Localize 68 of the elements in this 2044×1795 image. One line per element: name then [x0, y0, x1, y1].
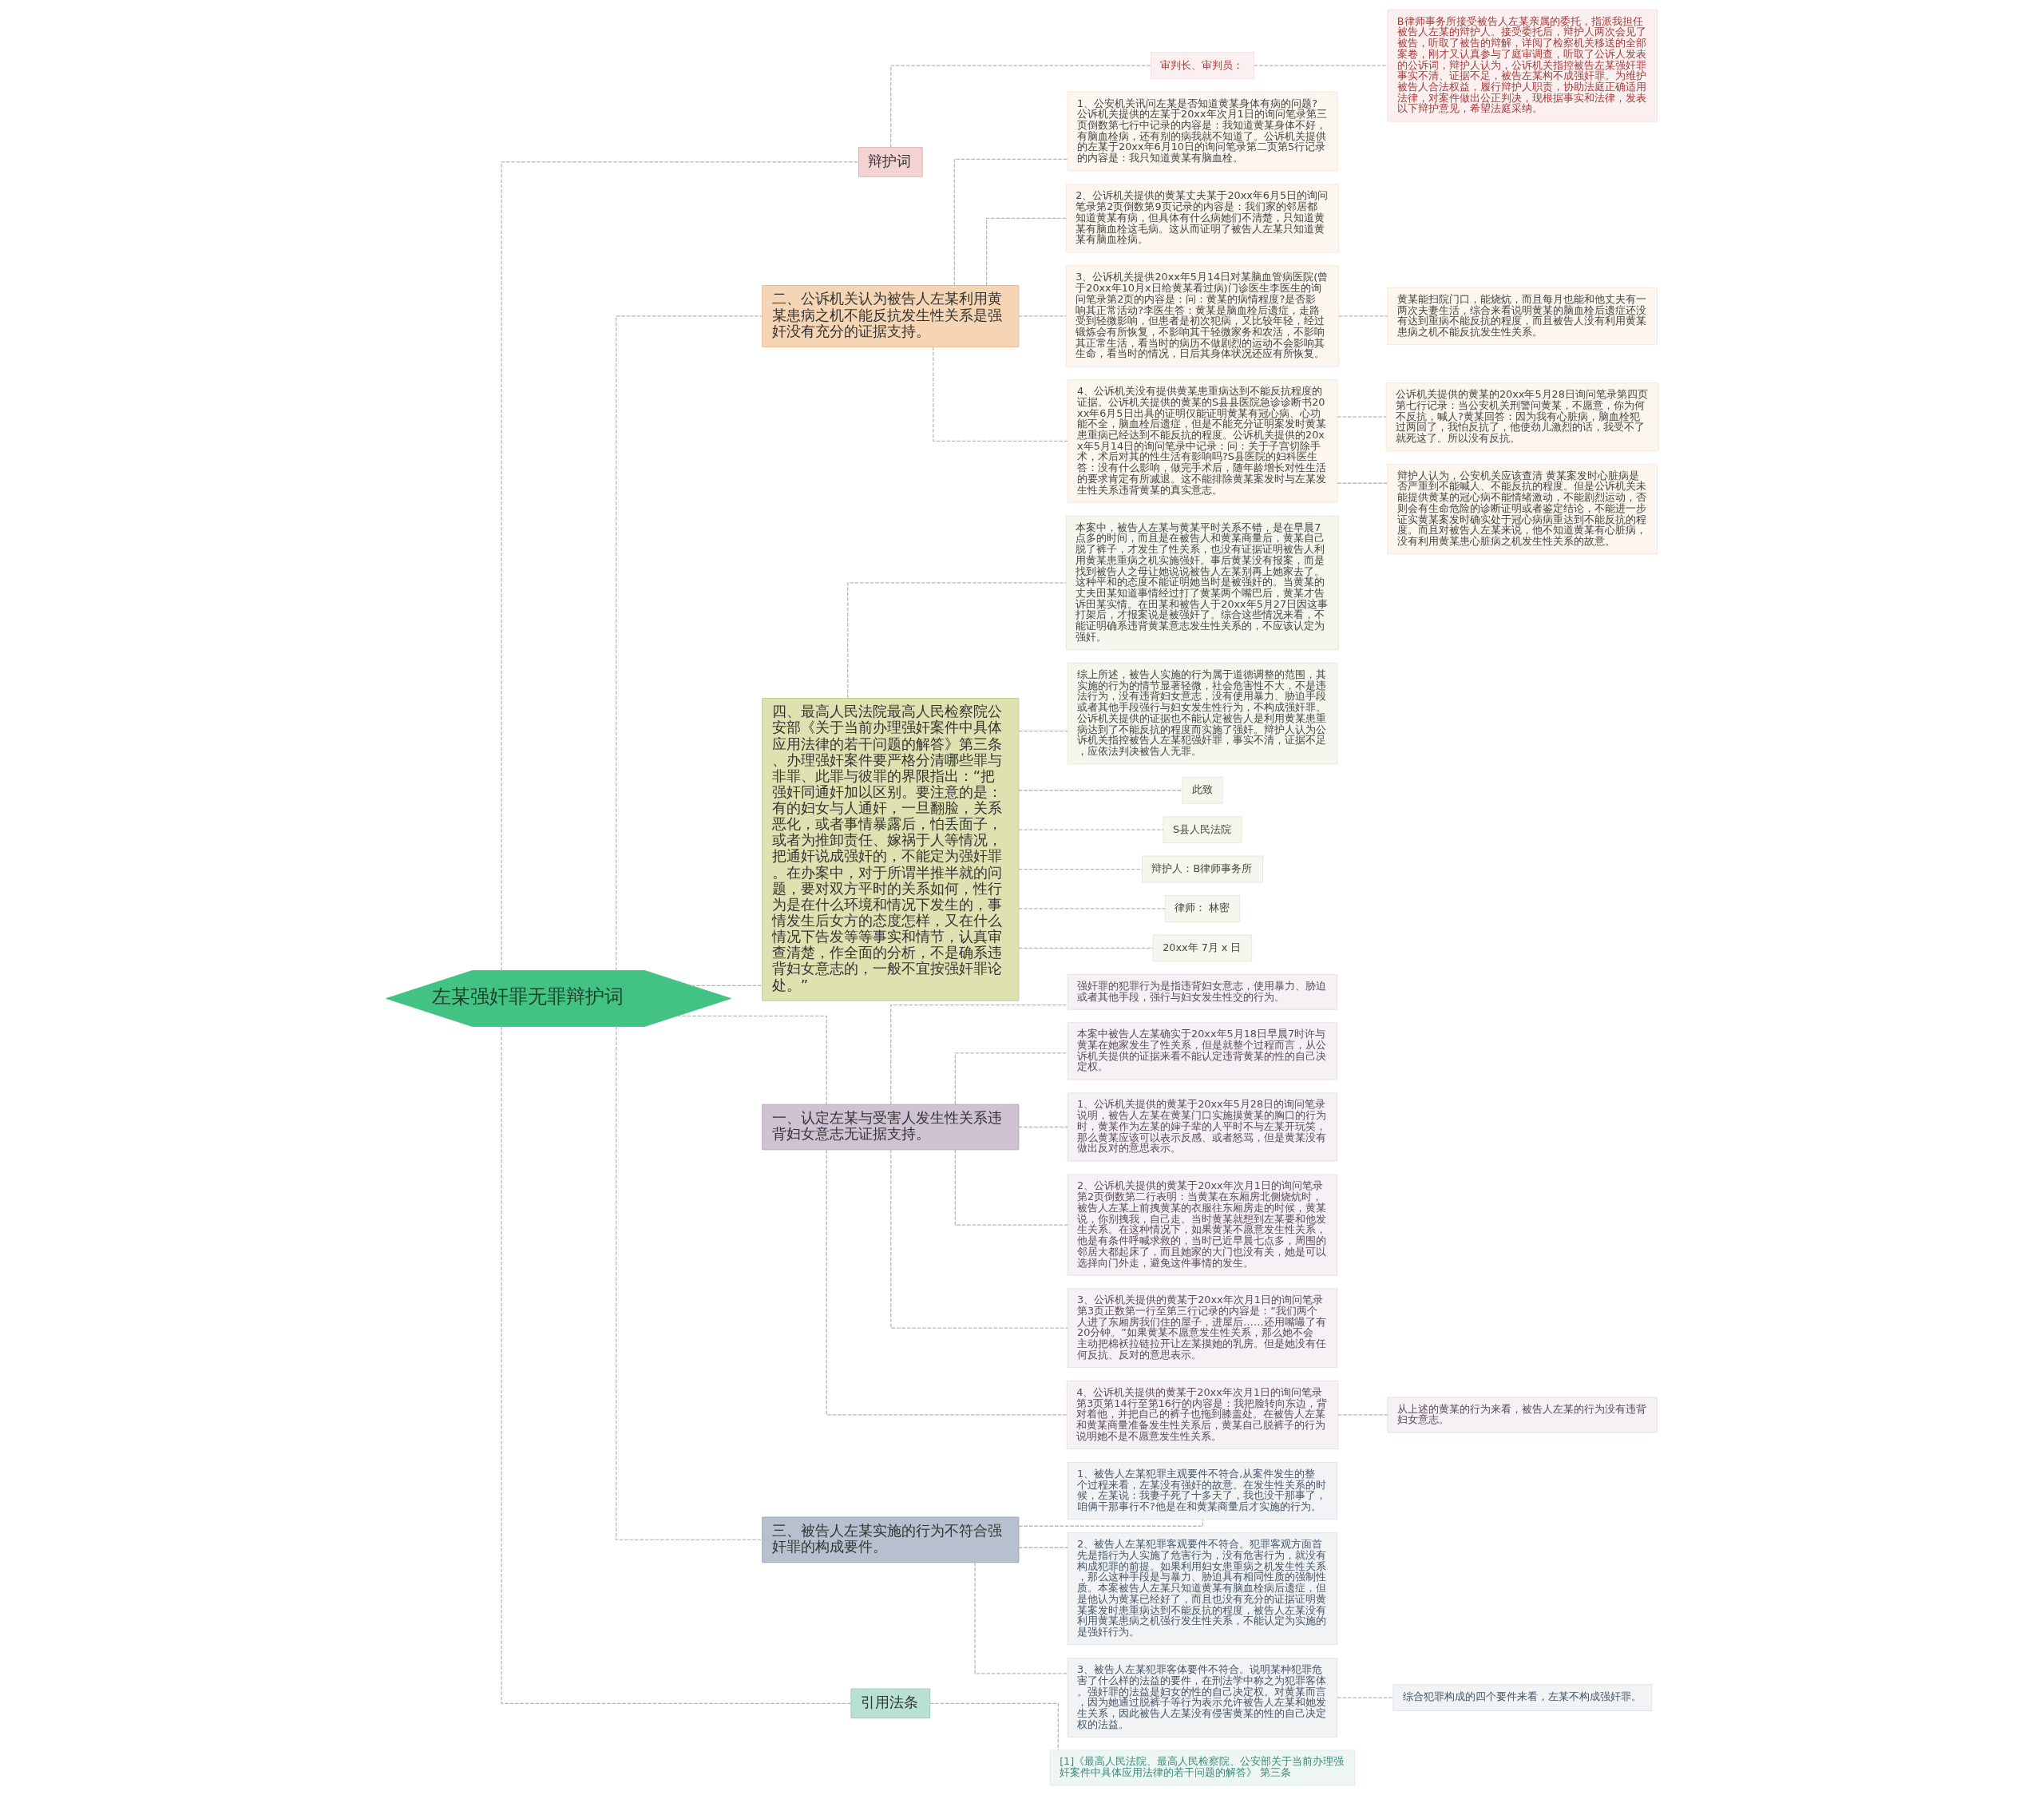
node-box: 4、公诉机关没有提供黄某患重病达到不能反抗程度的证据。公诉机关提供的黄某的S县县医院急诊诊断书20xx年6月5日出具的证明仅能证明黄某有冠心病、心功能不全，脑血栓后遗症，但是不能充分证明案发时黄某患重病已经达到不能反抗的程度。公诉机关提供的20xx年5月14日的询问笔录中记录：问：关于子宫切除手术，术后对其的性生活有影响吗?S县医院的妇科医生答：没有什么影响，做完手术后，随年龄增长对性生活的要求肯定有所减退。这不能排除黄某案发时与左某发生性关系违背黄某的真实意志。: [1067, 379, 1337, 503]
node-box: 3、公诉机关提供20xx年5月14日对某脑血管病医院(曾于20xx年10月x日给黄某看过病)门诊医生李医生的询问笔录第2页的内容是：问：黄某的病情程度?是否影响其正常活动?李医生答：黄某是脑血栓后遗症，走路受到轻微影响，但患者是初次犯病，又比较年轻，经过锻炼会有所恢复，不影响其干轻微家务和农活，不影响其正常生活，看当时的病历不做剧烈的运动不会影响其生命，看当时的情况，日后其身体状况还应有所恢复。: [1065, 265, 1339, 367]
node-box: 2、公诉机关提供的黄某丈夫某于20xx年6月5日的询问笔录第2页倒数第9页记录的内容是：我们家的邻居都知道黄某有病，但具体有什么病她们不清楚，只知道黄某有脑血栓这毛病。这从而证明了被告人左某只知道黄某有脑血栓病。: [1065, 184, 1339, 253]
connector: [675, 1015, 827, 1105]
connector: [1017, 947, 1154, 949]
connector: [1336, 416, 1386, 418]
node-box: 四、最高人民法院最高人民检察院公安部《关于当前办理强奸案件中具体应用法律的若干问题的解答》第三条、办理强奸案件要严格分清哪些罪与非罪、此罪与彼罪的界限指出：“把强奸同通奸加以区别。要注意的是：有的妇女与人通奸，一旦翻脸，关系恶化，或者事情暴露后，怕丢面子，或者为推卸责任、嫁祸于人等情况，把通奸说成强奸的，不能定为强奸罪。在办案中，对于所谓半推半就的问题，要对双方平时的关系如何，性行为是在什么环境和情况下发生的，事情发生后女方的态度怎样，又在什么情况下告发等等事实和情节，认真审查清楚，作全面的分析，不是确系违背妇女意志的，一般不宜按强奸罪论处。”: [761, 698, 1019, 1001]
connector: [1337, 1414, 1388, 1416]
connector: [1017, 1519, 1203, 1527]
node-box: B律师事务所接受被告人左某亲属的委托，指派我担任被告人左某的辩护人。接受委托后，辩护人两次会见了被告，听取了被告的辩解，详阅了检察机关移送的全部案卷，刚才又认真参与了庭审调查，听取了公诉人发表的公诉词，辩护人认为，公诉机关指控被告左某强奸罪事实不清、证据不足，被告左某构不成强奸罪。为维护被告人合法权益，履行辩护人职责，协助法庭正确适用法律，对案件做出公正判决，现根据事实和法律，发表以下辩护意见，希望法庭采纳。: [1386, 9, 1658, 122]
node-box: 3、公诉机关提供的黄某于20xx年次月1日的询问笔录第3页正数第一行至第三行记录的内容是：“我们两个人进了东厢房我们住的屋子，进屋后……还用嘴嘬了有20分钟。”如果黄某不愿意发生性关系，那么她不会主动把棉袄拉链拉开让左某摸她的乳房。但是她没有任何反抗、反对的意思表示。: [1067, 1288, 1337, 1368]
connector: [615, 1025, 763, 1541]
node-box: 综合犯罪构成的四个要件来看，左某不构成强奸罪。: [1392, 1684, 1652, 1711]
node-box: 二、公诉机关认为被告人左某利用黄某患病之机不能反抗发生性关系是强奸没有充分的证据支持。: [761, 285, 1019, 347]
node-box: 1、公诉机关提供的黄某于20xx年5月28日的询问笔录说明，被告人左某在黄某门口实施摸黄某的胸口的行为时，黄某作为左某的婶子辈的人平时不与左某开玩笑，那么黄某应该可以表示反感、或者怒骂，但是黄某没有做出反对的意思表示。: [1067, 1092, 1337, 1162]
connector: [1017, 731, 1068, 732]
node-box: 强奸罪的犯罪行为是指违背妇女意志，使用暴力、胁迫或者其他手段，强行与妇女发生性交的行为。: [1067, 973, 1337, 1010]
node-box: 一、认定左某与受害人发生性关系违背妇女意志无证据支持。: [761, 1104, 1019, 1151]
node-box: 辩护人认为，公安机关应该查清 黄某案发时心脏病是否严重到不能喊人、不能反抗的程度。但是公诉机关未能提供黄某的冠心病不能情绪激动，不能剧烈运动，否则会有生命危险的诊断证明或者鉴定结论，不能进一步证实黄某案发时确实处于冠心病病重达到不能反抗的程度。而且对被告人左某来说，他不知道黄某有心脏病，没有利用黄某患心脏病之机发生性关系的故意。: [1386, 463, 1658, 555]
connector: [1253, 65, 1388, 66]
connector: [932, 347, 1068, 442]
connector: [826, 1149, 1068, 1416]
connector: [1017, 1126, 1068, 1128]
connector: [1017, 790, 1182, 791]
connector: [1017, 1547, 1068, 1548]
connector: [954, 1149, 1068, 1226]
connector: [615, 315, 763, 972]
node-box: 1、被告人左某犯罪主观要件不符合,从案件发生的整个过程来看，左某没有强奸的故意。在发生性关系的时候，左某说：我妻子死了十多天了，我也没干那事了，咱俩干那事行不?他是在和黄某商量后才实施的行为。: [1067, 1462, 1337, 1520]
node-box: 引用法条: [850, 1688, 930, 1719]
node-box: 辩护人：B律师事务所: [1141, 855, 1263, 883]
connector: [1017, 829, 1163, 830]
node-box: 黄某能扫院门口，能烧炕，而且每月也能和他丈夫有一两次夫妻生活，综合来看说明黄某的脑血栓后遗症还没有达到重病不能反抗的程度，而且被告人没有利用黄某患病之机不能反抗发生性关系。: [1386, 287, 1658, 346]
connector: [889, 1004, 1068, 1105]
connector: [953, 158, 1068, 286]
node-box: 从上述的黄某的行为来看，被告人左某的行为没有违背妇女意志。: [1386, 1397, 1658, 1433]
node-box: 1、公安机关讯问左某是否知道黄某身体有病的问题?公诉机关提供的左某于20xx年次月1日的询问笔录第三页倒数第七行中记录的内容是：我知道黄某身体不好，有脑血栓病，还有别的病我就不知道了。公诉机关提供的左某于20xx年6月10日的询问笔录第二页第5行记录的内容是：我只知道黄某有脑血栓。: [1067, 91, 1337, 172]
connector: [1336, 1697, 1393, 1698]
node-box: 审判长、审判员：: [1150, 52, 1254, 80]
connector: [954, 1052, 1068, 1105]
connector: [889, 65, 1151, 149]
connector: [1017, 868, 1143, 870]
node-box: [1]《最高人民法院、最高人民检察院、公安部关于当前办理强奸案件中具体应用法律的若干问题的解答》 第三条: [1049, 1749, 1355, 1786]
node-box: 本案中被告人左某确实于20xx年5月18日早晨7时许与黄某在她家发生了性关系，但是就整个过程而言，从公诉机关提供的证据来看不能认定违背黄某的性的自己决定权。: [1067, 1022, 1337, 1080]
connector: [929, 1702, 1059, 1751]
node-box: 辩护词: [858, 147, 923, 177]
connector: [501, 161, 859, 971]
node-box: 2、被告人左某犯罪客观要件不符合。犯罪客观方面首先是指行为人实施了危害行为，没有危害行为，就没有构成犯罪的前提。如果利用妇女患重病之机发生性关系，那么这种手段是与暴力、胁迫具有相同性质的强制性质。本案被告人左某只知道黄某有脑血栓病后遗症，但是他认为黄某已经好了，而且也没有充分的证据证明黄某案发时患重病达到不能反抗的程度，被告人左某没有利用黄某患病之机强行发生性关系，不能认定为实施的是强奸行为。: [1067, 1532, 1337, 1646]
node-box: S县人民法院: [1163, 816, 1242, 844]
node-box: 4、公诉机关提供的黄某于20xx年次月1日的询问笔录第3页第14行至第16行的内容是：我把脸转向东边，背对着他，并把自己的裤子也拖到膝盖处。在被告人左某和黄某商量准备发生性关系后，黄某自己脱裤子的行为说明她不是不愿意发生性关系。: [1066, 1380, 1338, 1449]
node-box: 三、被告人左某实施的行为不符合强奸罪的构成要件。: [761, 1516, 1019, 1563]
connector: [1336, 482, 1388, 484]
connector: [1337, 315, 1388, 317]
node-box: 20xx年 7月 x 日: [1152, 934, 1252, 962]
node-box: 2、公诉机关提供的黄某于20xx年次月1日的询问笔录第2页倒数第二行表明：当黄某在东厢房北侧烧炕时，被告人左某上前拽黄某的衣服往东厢房走的时候，黄某说，你别拽我，自己走。当时黄某就想到左某要和他发生关系。在这种情况下，如果黄某不愿意发生性关系，他是有条件呼喊求救的，当时已近早晨七点多，周围的邻居大都起床了，而且她家的大门也没有关，她是可以选择向门外走，避免这件事情的发生。: [1067, 1174, 1337, 1276]
connector: [973, 1562, 1068, 1674]
node-box: 此致: [1181, 776, 1223, 804]
connector: [690, 985, 763, 986]
connector: [985, 217, 1067, 287]
connector: [1017, 315, 1067, 317]
connector: [889, 1149, 1068, 1329]
node-box: 3、被告人左某犯罪客体要件不符合。说明某种犯罪危害了什么样的法益的要件，在刑法学中称之为犯罪客体。强奸罪的法益是妇女的性的自己决定权。对黄某而言，因为她通过脱裤子等行为表示允许被告人左某和她发生关系，因此被告人左某没有侵害黄某的性的自己决定权的法益。: [1067, 1658, 1337, 1738]
node-box: 综上所述，被告人实施的行为属于道德调整的范围，其实施的行为的情节显著轻微，社会危害性不大，不是违法行为，没有违背妇女意志，没有使用暴力、胁迫手段或者其他手段强行与妇女发生性行为，不构成强奸罪。公诉机关提供的证据也不能认定被告人是利用黄某患重病达到了不能反抗的程度而实施了强奸。辩护人认为公诉机关指控被告人左某犯强奸罪，事实不清，证据不足，应依法判决被告人无罪。: [1067, 663, 1337, 765]
connector: [846, 582, 1067, 699]
connector: [501, 1026, 851, 1704]
connector: [1017, 908, 1166, 909]
node-box: 公诉机关提供的黄某的20xx年5月28日询问笔录第四页第七行记录：当公安机关刑警问黄某，不愿意，你为何不反抗，喊人?黄某回答：因为我有心脏病，脑血栓犯过两回了，我怕反抗了，他使劲儿激烈的话，我受不了就死这了。所以没有反抗。: [1385, 382, 1659, 452]
node-box: 律师： 林密: [1164, 895, 1240, 922]
node-box: 本案中，被告人左某与黄某平时关系不错，是在早晨7点多的时间，而且是在被告人和黄某商量后，黄某自己脱了裤子，才发生了性关系，也没有证据证明被告人利用黄某患重病之机实施强奸。事后黄某没有报案，而是找到被告人之母让她说说被告人左某别再上她家去了。这种平和的态度不能证明她当时是被强奸的。当黄某的丈夫田某知道事情经过打了黄某两个嘴巴后，黄某才告诉田某实情。在田某和被告人于20xx年5月27日因这事打架后，才报案说是被强奸了。综合这些情况来看，不能证明确系违背黄某意志发生性关系的，不应该认定为强奸。: [1065, 515, 1339, 651]
